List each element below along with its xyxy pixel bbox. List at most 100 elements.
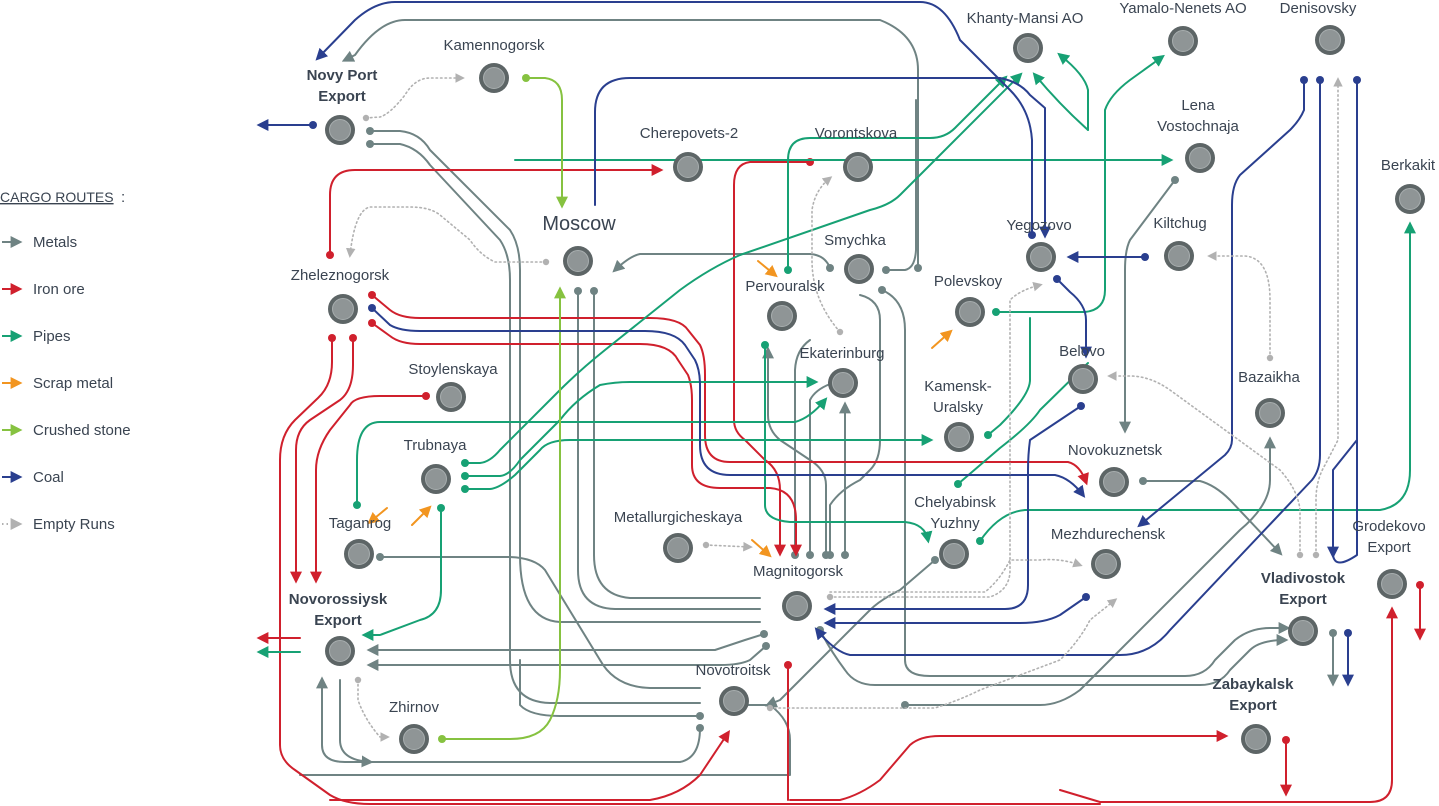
station-label-novy-port: Novy Port (307, 67, 378, 84)
station-node-core (1381, 573, 1403, 595)
route-iron_ore-37 (1059, 606, 1398, 803)
route-empty-82 (354, 676, 390, 742)
legend-label-empty: Empty Runs (33, 516, 115, 533)
station-node-core (959, 301, 981, 323)
route-coal-72 (1332, 76, 1361, 564)
station-node-core (943, 543, 965, 565)
route-scrap-59 (751, 539, 772, 558)
station-label-stoylenskaya: Stoylenskaya (408, 361, 498, 378)
legend-label-iron-ore: Iron ore (33, 281, 85, 298)
station-label-khanty-mansi: Khanty-Mansi AO (967, 10, 1084, 27)
station-node-core (425, 468, 447, 490)
station-node-core (1189, 147, 1211, 169)
route-scrap-57 (757, 260, 778, 278)
station-label-metallurg: Metallurgicheskaya (614, 509, 743, 526)
route-coal-70 (1137, 76, 1308, 528)
station-node-core (1168, 245, 1190, 267)
station-label-taganrog: Taganrog (329, 515, 392, 532)
legend-title: CARGO ROUTES (0, 189, 114, 205)
station-label-grodekovo: Grodekovo (1352, 518, 1425, 535)
station-label-novotroitsk: Novotroitsk (695, 662, 771, 679)
legend-label-pipes: Pipes (33, 328, 71, 345)
station-node-core (332, 298, 354, 320)
station-node-core (1103, 471, 1125, 493)
route-pipes-51 (1057, 52, 1089, 131)
station-node-core (483, 67, 505, 89)
station-label-moscow: Moscow (542, 213, 616, 235)
route-stone-60 (522, 74, 568, 209)
route-metals-11 (316, 676, 704, 763)
station-node-core (1399, 188, 1421, 210)
route-pipes-54 (976, 221, 1416, 545)
station-node-core (329, 119, 351, 141)
station-label-vladivostok: Export (1279, 591, 1327, 608)
station-label-berkakit: Berkakit (1381, 157, 1436, 174)
legend-label-metals: Metals (33, 234, 77, 251)
route-empty-83 (1207, 251, 1274, 362)
route-scrap-58 (931, 329, 953, 349)
station-label-lena: Vostochnaja (1157, 118, 1239, 135)
route-empty-78 (702, 541, 753, 552)
station-label-kiltchug: Kiltchug (1153, 215, 1206, 232)
station-label-chelyabinsk: Chelyabinsk (914, 494, 996, 511)
station-label-denisovsky: Denisovsky (1280, 0, 1357, 17)
legend-label-coal: Coal (33, 469, 64, 486)
station-node-core (948, 426, 970, 448)
route-empty-75 (362, 73, 465, 122)
route-metals-2 (612, 253, 834, 273)
station-node-core (1292, 620, 1314, 642)
station-label-smychka: Smychka (824, 232, 886, 249)
legend-title-colon: : (121, 189, 125, 206)
station-label-kamensk: Kamensk- (924, 378, 992, 395)
route-metals-19 (764, 556, 939, 708)
route-empty-77 (811, 176, 844, 336)
station-node-core (786, 595, 808, 617)
station-label-magnitogorsk: Magnitogorsk (753, 563, 844, 580)
station-node-core (1172, 30, 1194, 52)
route-iron_ore-34 (329, 730, 730, 801)
station-node-core (1017, 37, 1039, 59)
route-empty-85 (1312, 77, 1343, 559)
station-node-core (723, 690, 745, 712)
station-nodes (325, 25, 1425, 754)
route-stone-61 (438, 286, 566, 743)
station-node-core (832, 372, 854, 394)
route-metals-13 (339, 679, 374, 768)
station-label-zabaykalsk: Zabaykalsk (1213, 676, 1295, 693)
route-iron_ore-31 (290, 334, 357, 584)
station-node-core (1319, 29, 1341, 51)
station-node-core (1030, 246, 1052, 268)
station-label-kamensk: Uralsky (933, 399, 984, 416)
station-label-vladivostok: Vladivostok (1261, 570, 1346, 587)
station-node-core (1072, 368, 1094, 390)
station-node-core (567, 250, 589, 272)
route-pipes-49 (984, 317, 1031, 439)
station-label-grodekovo: Export (1367, 539, 1411, 556)
route-empty-79 (826, 281, 1043, 601)
route-empty-84 (1107, 371, 1304, 559)
route-lines (256, 1, 1426, 805)
station-label-belovo: Belovo (1059, 343, 1105, 360)
route-empty-81 (766, 598, 1118, 712)
route-metals-18 (826, 294, 881, 559)
station-label-lena: Lena (1181, 97, 1215, 114)
station-node-core (1259, 402, 1281, 424)
station-label-cherepovets: Cherepovets-2 (640, 125, 738, 142)
station-node-core (667, 537, 689, 559)
route-empty-80 (829, 558, 1083, 593)
station-label-polevskoy: Polevskoy (934, 273, 1003, 290)
route-pipes-40 (784, 75, 1008, 274)
route-coal-64 (315, 1, 1036, 239)
station-node-core (329, 640, 351, 662)
route-metals-24 (901, 436, 1276, 709)
route-pipes-52 (1032, 72, 1089, 131)
route-metals-10 (366, 642, 770, 671)
station-label-zheleznogorsk: Zheleznogorsk (291, 267, 390, 284)
station-node-core (348, 543, 370, 565)
station-label-bazaikha: Bazaikha (1238, 369, 1300, 386)
station-node-core (848, 258, 870, 280)
station-label-novy-port: Export (318, 88, 366, 105)
station-node-core (1245, 728, 1267, 750)
